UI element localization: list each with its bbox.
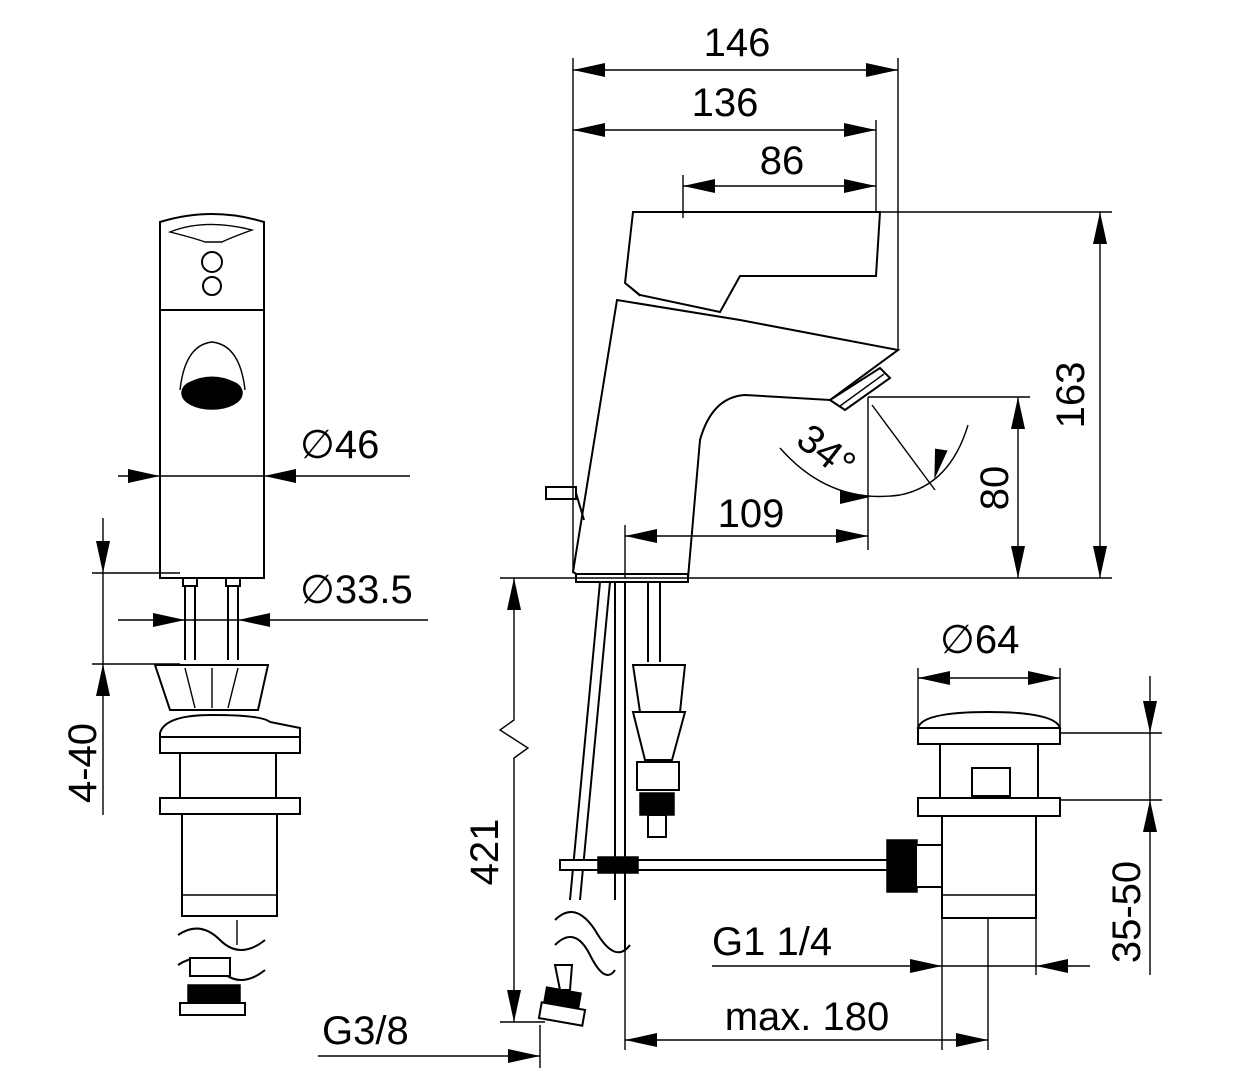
dim-136: 136	[692, 81, 759, 125]
dim-146: 146	[704, 21, 771, 65]
dim-g1-1-4: G1 1/4	[712, 920, 832, 964]
faucet-body-side	[571, 298, 901, 579]
dim-dia-64: ∅64	[940, 618, 1019, 662]
drain-body-front	[181, 813, 278, 917]
dimension-lines	[92, 58, 1162, 1068]
drain-view	[886, 710, 1062, 919]
lever-handle	[623, 211, 882, 314]
popup-knob	[545, 486, 577, 500]
dim-86: 86	[760, 139, 805, 183]
dim-dia-33-5: ∅33.5	[300, 568, 413, 612]
side-view	[537, 211, 901, 1027]
lever-pin-icon	[201, 251, 223, 273]
dim-80: 80	[973, 466, 1017, 511]
drain-body-side	[941, 815, 1037, 919]
dim-max-180: max. 180	[725, 995, 890, 1039]
aerator-icon	[181, 376, 243, 410]
dimension-labels: 146 136 86 163 80 34° 109 ∅46 ∅33.5 4-40…	[61, 21, 1149, 1053]
dim-421: 421	[463, 819, 507, 886]
dim-35-50: 35-50	[1105, 861, 1149, 963]
dim-109: 109	[718, 492, 785, 536]
aerator-side	[828, 366, 892, 412]
dim-g3-8: G3/8	[322, 1009, 409, 1053]
front-view	[153, 213, 301, 1016]
dim-4-40: 4-40	[61, 723, 105, 803]
dim-dia-46: ∅46	[300, 423, 379, 467]
dim-angle-34: 34°	[789, 416, 864, 488]
dim-163: 163	[1049, 362, 1093, 429]
